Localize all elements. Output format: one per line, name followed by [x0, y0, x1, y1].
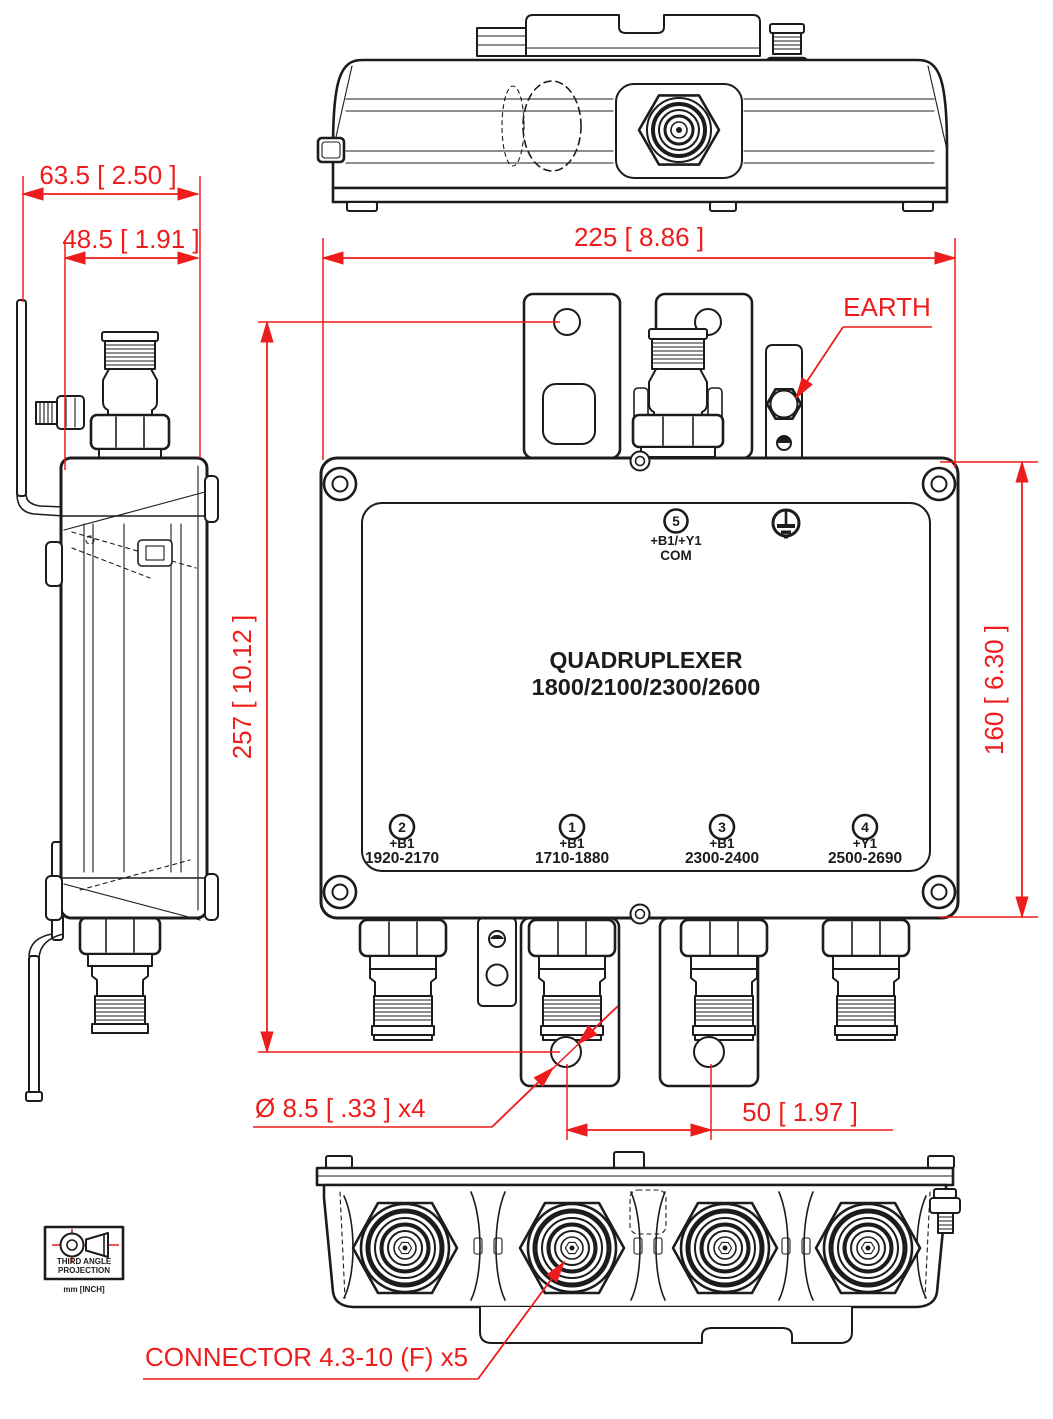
port2-band: +B1 [389, 836, 415, 851]
dimension-bracket-depth: 48.5 [ 1.91 ] [62, 224, 200, 470]
units-text: mm [INCH] [63, 1285, 105, 1294]
dim-text-body-height: 160 [ 6.30 ] [979, 625, 1009, 755]
coax-connector-port2 [358, 918, 448, 1042]
bottom-view-earth-stud [929, 1188, 961, 1234]
side-view-earth-bolt [35, 395, 85, 430]
bottom-view-ribs [343, 1191, 927, 1301]
port1-band: +B1 [559, 836, 585, 851]
port1-range: 1710-1880 [535, 850, 609, 867]
port2-label: 2 +B1 1920-2170 [365, 813, 439, 867]
front-bottom-tab [477, 917, 517, 1007]
earth-symbol-icon [771, 508, 801, 539]
connector-callout-text: CONNECTOR 4.3-10 (F) x5 [145, 1342, 468, 1372]
dimension-overall-depth: 63.5 [ 2.50 ] [21, 160, 201, 458]
port4-band: +Y1 [853, 836, 878, 851]
side-view-bottom-connector [78, 916, 162, 1034]
port5-band: +B1/+Y1 [650, 533, 701, 548]
port4-label: 4 +Y1 2500-2690 [828, 813, 902, 867]
coax-connector-port4 [821, 918, 911, 1042]
side-view-top-connector [89, 331, 171, 461]
dimension-hole-spacing: 50 [ 1.97 ] [565, 1064, 893, 1140]
projection-text-line2: PROJECTION [58, 1266, 110, 1275]
device-title: QUADRUPLEXER [550, 647, 743, 673]
top-view-base [331, 186, 949, 204]
dim-text-overall-width: 225 [ 8.86 ] [574, 222, 704, 252]
port4-range: 2500-2690 [828, 850, 902, 867]
dim-text-mounting-height: 257 [ 10.12 ] [227, 615, 257, 760]
dim-text-mounting-hole: Ø 8.5 [ .33 ] x4 [255, 1093, 426, 1123]
port3-band: +B1 [709, 836, 735, 851]
mounting-hole [693, 1036, 725, 1068]
port2-range: 1920-2170 [365, 850, 439, 867]
earth-stud [765, 344, 803, 459]
top-view-left-block [476, 27, 527, 57]
dim-text-overall-depth: 63.5 [ 2.50 ] [39, 160, 176, 190]
earth-callout-text: EARTH [843, 292, 931, 322]
front-view: 5 +B1/+Y1 COM QUADRUPLEXER 1800/2100/230… [319, 292, 960, 1088]
front-top-bracket-left [522, 292, 622, 460]
corner-screw [921, 874, 957, 910]
third-angle-projection-icon: THIRD ANGLE PROJECTION mm [INCH] [43, 1225, 125, 1294]
edge-screw [629, 450, 651, 472]
dimension-body-height: 160 [ 6.30 ] [940, 460, 1038, 919]
port5-range: COM [660, 548, 692, 563]
port3-label: 3 +B1 2300-2400 [685, 813, 759, 867]
front-panel-outline [361, 502, 931, 872]
edge-screw [629, 903, 651, 925]
side-view-body [59, 456, 209, 920]
top-view-mount-plate [525, 14, 761, 57]
port5-label: 5 +B1/+Y1 COM [650, 508, 702, 563]
dim-text-bracket-depth: 48.5 [ 1.91 ] [62, 224, 199, 254]
callout-mounting-hole: Ø 8.5 [ .33 ] x4 [253, 1005, 619, 1128]
port3-number: 3 [718, 819, 726, 835]
port2-number: 2 [398, 819, 406, 835]
dimension-mounting-height: 257 [ 10.12 ] [227, 320, 560, 1054]
device-bands: 1800/2100/2300/2600 [532, 674, 761, 700]
callout-earth: EARTH [795, 292, 932, 400]
corner-screw [322, 466, 358, 502]
port1-label: 1 +B1 1710-1880 [535, 813, 609, 867]
bottom-view-foot-plate [479, 1307, 853, 1344]
corner-screw [322, 874, 358, 910]
dim-text-hole-spacing: 50 [ 1.97 ] [742, 1097, 858, 1127]
port4-number: 4 [861, 819, 869, 835]
projection-text-line1: THIRD ANGLE [57, 1257, 112, 1266]
port1-number: 1 [568, 819, 576, 835]
top-view-connector [637, 94, 721, 166]
corner-screw [921, 466, 957, 502]
top-view-side-nut [316, 136, 346, 164]
top-view [316, 14, 949, 212]
front-top-connector [631, 328, 725, 458]
bottom-view [315, 1151, 961, 1344]
callout-connector: CONNECTOR 4.3-10 (F) x5 [143, 1260, 566, 1380]
port5-number: 5 [672, 514, 680, 529]
bottom-view-body [322, 1183, 948, 1309]
port3-range: 2300-2400 [685, 850, 759, 867]
dimension-overall-width: 225 [ 8.86 ] [321, 222, 957, 468]
side-view [16, 299, 219, 1102]
